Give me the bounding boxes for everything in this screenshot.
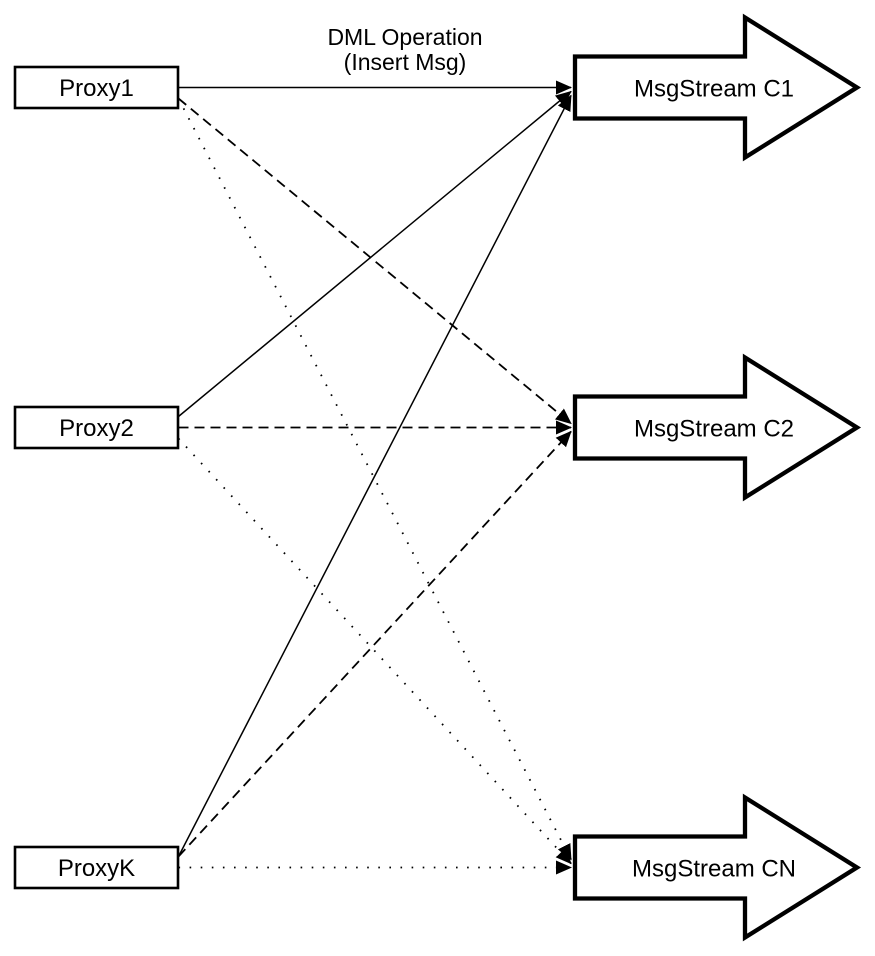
edge-proxy2-c1 [178,90,572,418]
proxy1-box [13,65,180,110]
msgstream-c2-arrow-shape [572,353,862,502]
edge-proxy1-cn [177,98,572,861]
edges-layer [177,80,572,875]
proxy2-label: Proxy2 [59,415,134,442]
msgstream-c1-arrow-shape [572,13,862,162]
node-msgstream-c1: MsgStream C1 [572,13,862,162]
msgstream-cn-label: MsgStream CN [632,856,796,883]
dml-operation-label-line1: DML Operation [327,24,482,50]
dml-operation-label: DML Operation (Insert Msg) [327,24,482,75]
proxy2-box [13,405,180,450]
msgstream-c1-label: MsgStream C1 [634,76,794,103]
proxyk-box [13,845,180,890]
node-proxy2: Proxy2 [13,405,180,450]
edge-proxyk-c2 [177,430,572,858]
proxy1-label: Proxy1 [59,75,134,102]
dml-operation-label-line2: (Insert Msg) [344,49,467,75]
proxyk-label: ProxyK [58,855,135,882]
edge-proxy1-c2 [177,97,572,425]
node-msgstream-c2: MsgStream C2 [572,353,862,502]
msgstream-cn-arrow-shape [572,793,862,942]
node-msgstream-cn: MsgStream CN [572,793,862,942]
node-proxyk: ProxyK [13,845,180,890]
edge-proxyk-c1 [177,94,572,857]
msgstream-c2-label: MsgStream C2 [634,416,794,443]
edge-proxy2-cn [177,437,572,865]
node-proxy1: Proxy1 [13,65,180,110]
